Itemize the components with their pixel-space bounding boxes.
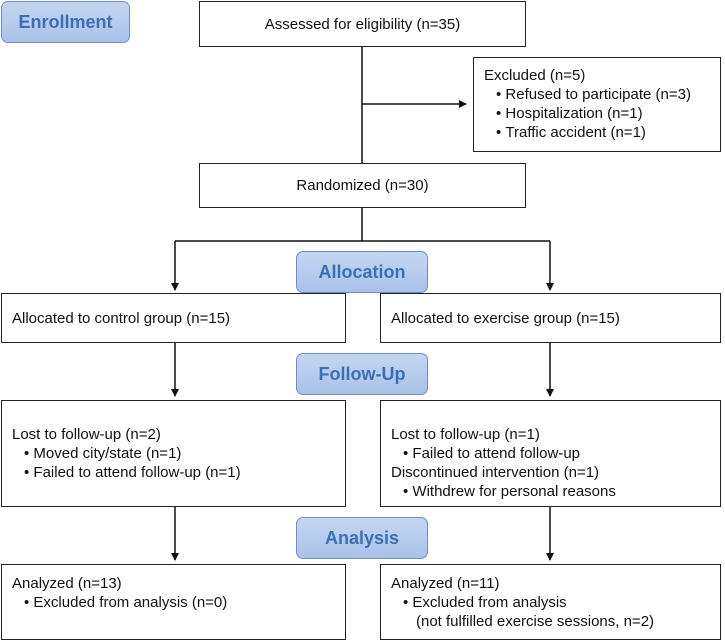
exercise-analysis-item: Excluded from analysis	[391, 593, 710, 612]
exercise-followup-title: Lost to follow-up (n=1)	[391, 426, 540, 443]
excluded-box: Excluded (n=5) Refused to participate (n…	[473, 57, 721, 152]
randomized-text: Randomized (n=30)	[296, 177, 429, 194]
assessed-text: Assessed for eligibility (n=35)	[264, 15, 461, 33]
control-analysis-title: Analyzed (n=13)	[12, 575, 122, 592]
stage-allocation: Allocation	[296, 251, 428, 293]
control-analysis-item: Excluded from analysis (n=0)	[12, 593, 335, 612]
exercise-analysis-title: Analyzed (n=11)	[391, 575, 500, 592]
excluded-item: Refused to participate (n=3)	[484, 85, 710, 104]
assessed-box: Assessed for eligibility (n=35)	[199, 1, 526, 47]
excluded-title: Excluded (n=5)	[484, 67, 586, 84]
excluded-item: Hospitalization (n=1)	[484, 104, 710, 123]
control-allocated-text: Allocated to control group (n=15)	[12, 309, 231, 327]
control-analysis-box: Analyzed (n=13) Excluded from analysis (…	[1, 564, 346, 640]
control-followup-title: Lost to follow-up (n=2)	[12, 426, 161, 443]
control-followup-box: Lost to follow-up (n=2) Moved city/state…	[1, 400, 346, 507]
control-followup-item: Failed to attend follow-up (n=1)	[12, 463, 335, 482]
exercise-followup-item: Failed to attend follow-up	[391, 444, 710, 463]
randomized-box: Randomized (n=30)	[199, 163, 526, 208]
control-followup-item: Moved city/state (n=1)	[12, 444, 335, 463]
stage-follow-up: Follow-Up	[296, 353, 428, 395]
control-allocated-box: Allocated to control group (n=15)	[1, 293, 346, 343]
exercise-analysis-box: Analyzed (n=11) Excluded from analysis (…	[380, 564, 721, 640]
exercise-allocated-text: Allocated to exercise group (n=15)	[391, 309, 620, 327]
exercise-followup-item: Withdrew for personal reasons	[391, 482, 710, 501]
exercise-allocated-box: Allocated to exercise group (n=15)	[380, 293, 721, 343]
exercise-followup-box: Lost to follow-up (n=1) Failed to attend…	[380, 400, 721, 507]
stage-enrollment: Enrollment	[1, 1, 130, 43]
stage-analysis: Analysis	[296, 517, 428, 559]
excluded-item: Traffic accident (n=1)	[484, 123, 710, 142]
exercise-analysis-item-cont: (not fulfilled exercise sessions, n=2)	[416, 613, 655, 630]
exercise-followup-title-2: Discontinued intervention (n=1)	[391, 464, 600, 481]
